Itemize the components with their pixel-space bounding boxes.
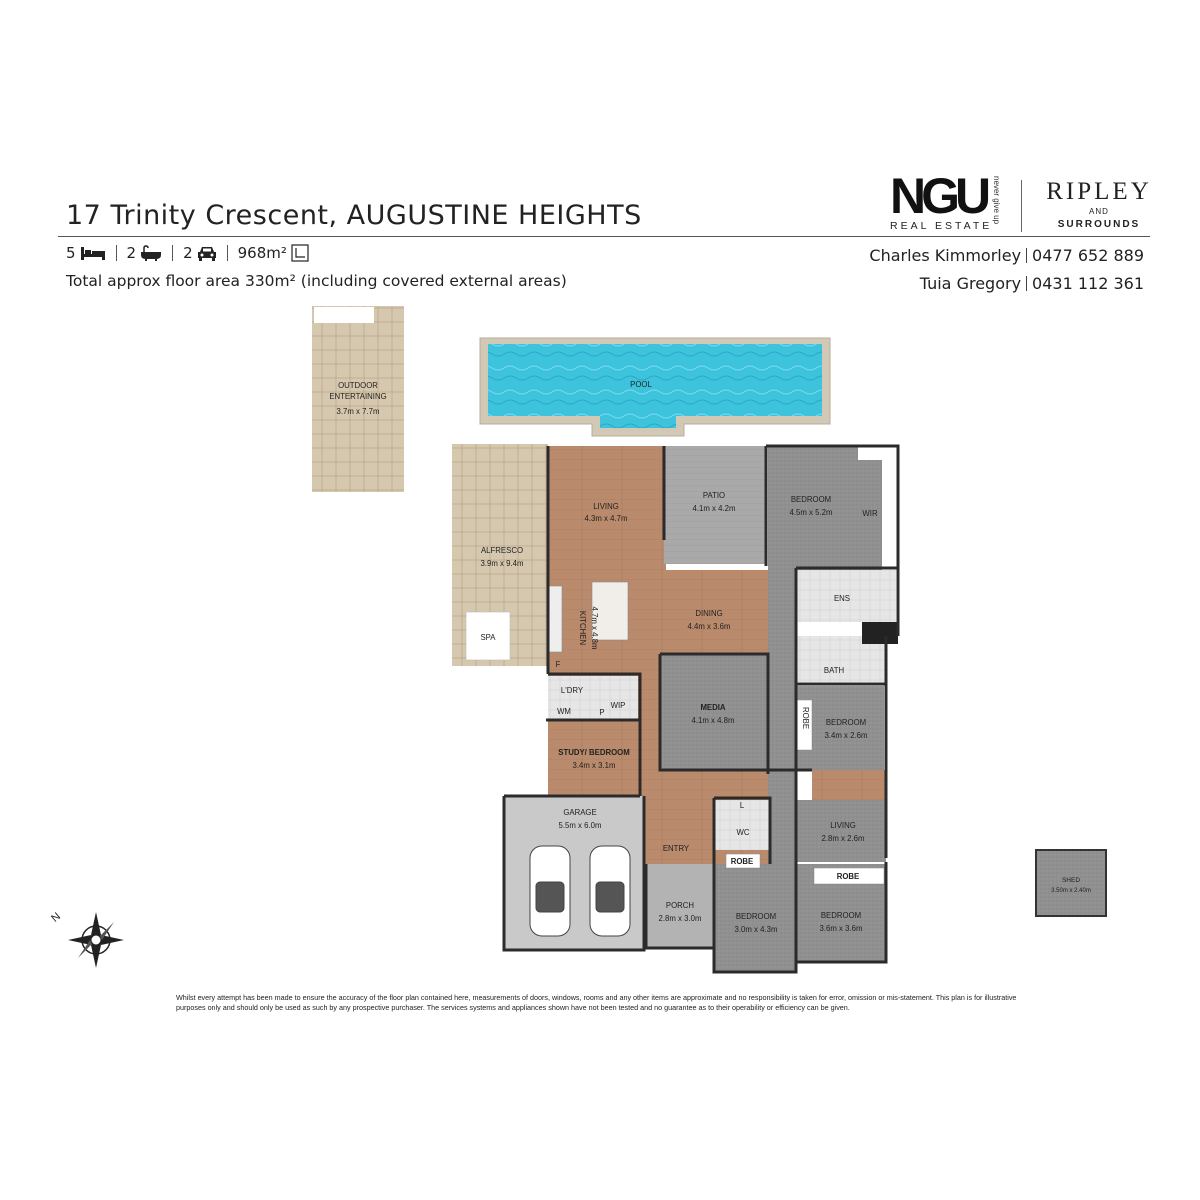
agent-phone: 0477 652 889 bbox=[1032, 246, 1144, 265]
ngu-logo-mark: NGU bbox=[890, 168, 991, 224]
floor-area-note: Total approx floor area 330m² (including… bbox=[66, 272, 567, 290]
outdoor-entertaining-area: OUTDOOR ENTERTAINING 3.7m x 7.7m bbox=[312, 306, 404, 492]
room-label: LIVING bbox=[830, 821, 856, 830]
room-label: BEDROOM bbox=[736, 912, 776, 921]
room-label: ALFRESCO bbox=[481, 546, 523, 555]
room-size: 3.50m x 2.40m bbox=[1051, 888, 1091, 894]
room-label: KITCHEN bbox=[578, 611, 587, 645]
room-size: 4.1m x 4.2m bbox=[693, 504, 736, 513]
room-label: SHED bbox=[1062, 877, 1080, 884]
room-size: 3.7m x 7.7m bbox=[337, 407, 380, 416]
ripley-logo: RIPLEY bbox=[1046, 178, 1152, 205]
room-size: 4.7m x 4.8m bbox=[590, 607, 599, 650]
room-label: WIP bbox=[611, 701, 626, 710]
shed: SHED 3.50m x 2.40m bbox=[1035, 849, 1107, 917]
ngu-logo: NGU REAL ESTATE bbox=[890, 168, 993, 232]
room-label: MEDIA bbox=[700, 703, 725, 712]
contact-divider bbox=[1026, 276, 1028, 291]
room-label: WIR bbox=[862, 509, 878, 518]
room-label: BATH bbox=[824, 666, 844, 675]
property-address: 17 Trinity Crescent, AUGUSTINE HEIGHTS bbox=[66, 200, 642, 231]
room-label: ROBE bbox=[731, 857, 754, 866]
room-label: GARAGE bbox=[563, 808, 596, 817]
title-divider bbox=[58, 236, 1150, 237]
bed-icon bbox=[80, 245, 106, 261]
room-label: ENS bbox=[834, 594, 850, 603]
pool: POOL bbox=[479, 337, 831, 437]
ngu-logo-sub: REAL ESTATE bbox=[890, 220, 993, 232]
room-size: 3.0m x 4.3m bbox=[735, 925, 778, 934]
room-size: 5.5m x 6.0m bbox=[559, 821, 602, 830]
agent-contact: Tuia Gregory 0431 112 361 bbox=[920, 274, 1144, 293]
room-label: POOL bbox=[630, 380, 652, 389]
room-label: WM bbox=[557, 707, 571, 716]
land-area-icon bbox=[291, 244, 309, 262]
agent-name: Charles Kimmorley bbox=[869, 246, 1022, 265]
ripley-logo-surrounds: SURROUNDS bbox=[1057, 219, 1141, 230]
ripley-logo-and: AND bbox=[1089, 207, 1109, 216]
car-icon bbox=[197, 245, 217, 261]
room-label: BEDROOM bbox=[821, 911, 861, 920]
room-size: 4.5m x 5.2m bbox=[790, 508, 833, 517]
compass-icon bbox=[68, 912, 124, 968]
logo-divider bbox=[1021, 180, 1022, 232]
room-label: ENTRY bbox=[663, 844, 690, 853]
car-count: 2 bbox=[183, 244, 193, 262]
spa bbox=[465, 611, 511, 661]
room-label: LIVING bbox=[593, 502, 619, 511]
room-label: P bbox=[599, 708, 604, 717]
room-label: F bbox=[556, 660, 561, 669]
room-label: WC bbox=[737, 828, 750, 837]
bath-icon bbox=[140, 245, 162, 261]
room-labels: LIVING 4.3m x 4.7m PATIO 4.1m x 4.2m BED… bbox=[556, 491, 878, 934]
stat-divider bbox=[115, 245, 117, 261]
alfresco-area: ALFRESCO 3.9m x 9.4m SPA bbox=[452, 444, 548, 666]
room-size: 3.6m x 3.6m bbox=[820, 924, 863, 933]
room-label: PORCH bbox=[666, 901, 694, 910]
bathroom-count: 2 bbox=[126, 244, 137, 262]
room-label: ROBE bbox=[837, 872, 860, 881]
contact-divider bbox=[1026, 248, 1028, 263]
room-label: BEDROOM bbox=[826, 718, 866, 727]
room-label: L'DRY bbox=[561, 686, 584, 695]
room-label: STUDY/ BEDROOM bbox=[558, 748, 629, 757]
car-icon bbox=[529, 845, 631, 937]
stat-divider bbox=[172, 245, 174, 261]
room-size: 2.8m x 3.0m bbox=[659, 914, 702, 923]
property-stats: 5 2 2 968m² bbox=[66, 244, 309, 262]
room-label: SPA bbox=[480, 633, 496, 642]
agent-phone: 0431 112 361 bbox=[1032, 274, 1144, 293]
house-floor bbox=[504, 446, 898, 972]
room-label: L bbox=[740, 801, 745, 810]
room-label: PATIO bbox=[703, 491, 725, 500]
room-size: 4.3m x 4.7m bbox=[585, 514, 628, 523]
room-size: 3.9m x 9.4m bbox=[481, 559, 524, 568]
agent-contact: Charles Kimmorley 0477 652 889 bbox=[869, 246, 1144, 265]
room-label: OUTDOOR bbox=[338, 381, 378, 390]
room-size: 4.1m x 4.8m bbox=[692, 716, 735, 725]
room-label: DINING bbox=[695, 609, 722, 618]
ngu-tagline: never give up bbox=[992, 176, 1001, 225]
land-area: 968m² bbox=[237, 244, 287, 262]
walls bbox=[502, 444, 900, 974]
stat-divider bbox=[226, 245, 228, 261]
agent-name: Tuia Gregory bbox=[919, 274, 1022, 293]
disclaimer: Whilst every attempt has been made to en… bbox=[176, 993, 1017, 1012]
room-size: 3.4m x 3.1m bbox=[573, 761, 616, 770]
bedroom-count: 5 bbox=[66, 244, 76, 262]
room-label: BEDROOM bbox=[791, 495, 831, 504]
compass-north-label: N bbox=[49, 911, 63, 925]
room-label: ROBE bbox=[801, 707, 810, 729]
room-size: 3.4m x 2.6m bbox=[825, 731, 868, 740]
room-size: 2.8m x 2.6m bbox=[822, 834, 865, 843]
room-label: ENTERTAINING bbox=[329, 392, 386, 401]
room-size: 4.4m x 3.6m bbox=[688, 622, 731, 631]
